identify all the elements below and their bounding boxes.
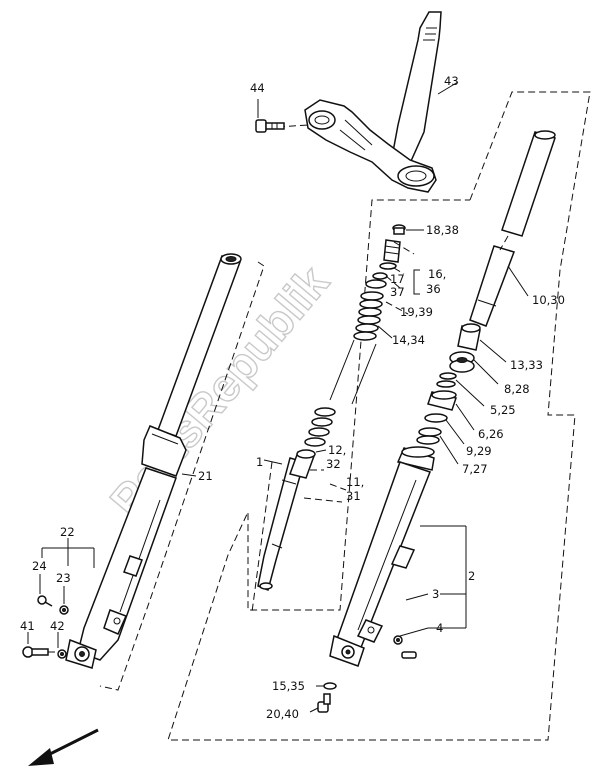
label-24: 24	[32, 559, 47, 573]
seal-6	[427, 390, 457, 411]
washer-15	[323, 682, 337, 690]
rebound-spring-12	[304, 407, 336, 447]
steering-stem-43	[277, 11, 442, 193]
seal-13	[457, 323, 481, 351]
label-4: 4	[436, 621, 443, 635]
label-17: 17	[390, 272, 405, 286]
fork-tube-10	[469, 130, 556, 327]
bushing-7	[416, 427, 442, 445]
washer-9	[424, 413, 448, 423]
label-3: 3	[432, 587, 439, 601]
label-14: 14,34	[392, 333, 425, 347]
leader-lines	[27, 81, 529, 713]
bolt-4	[401, 651, 417, 659]
label-37: 37	[390, 285, 405, 299]
label-44: 44	[250, 81, 265, 95]
label-5: 5,25	[490, 403, 516, 417]
label-42: 42	[50, 619, 65, 633]
assembly-boundary	[167, 91, 591, 741]
label-10: 10,30	[532, 293, 565, 307]
bushing-8	[449, 351, 475, 373]
label-31: 31	[346, 489, 361, 503]
bolt-20	[317, 693, 331, 713]
screw-24	[37, 595, 53, 607]
label-11: 11,	[346, 475, 364, 489]
label-23: 23	[56, 571, 71, 585]
bolt-44	[255, 119, 285, 133]
label-15: 15,35	[272, 679, 305, 693]
bracket-16-17	[413, 269, 420, 295]
left-fork-leg-21	[65, 253, 242, 669]
washer-42	[57, 649, 67, 659]
label-36: 36	[426, 282, 441, 296]
label-2: 2	[468, 569, 475, 583]
washer-23	[59, 605, 69, 615]
label-9: 9,29	[466, 444, 492, 458]
label-21: 21	[198, 469, 213, 483]
cap-18	[392, 224, 406, 235]
cap-bolt-16	[379, 239, 401, 270]
label-6: 6,26	[478, 427, 504, 441]
left-fork-outline	[99, 261, 265, 691]
label-22: 22	[60, 525, 75, 539]
clip-5	[436, 372, 457, 388]
label-41: 41	[20, 619, 35, 633]
label-16: 16,	[428, 267, 446, 281]
label-7: 7,27	[462, 462, 488, 476]
label-32: 32	[326, 457, 341, 471]
part-labels: 44 43 18,38 16, 36 17 37 10,30 19,39 14,…	[20, 74, 565, 721]
damper-rod-assembly-1	[251, 407, 336, 613]
label-1: 1	[256, 455, 263, 469]
spacer-19	[365, 272, 388, 289]
front-direction-arrow-icon	[28, 728, 99, 766]
label-19: 19,39	[400, 305, 433, 319]
screw-3	[393, 635, 403, 645]
fork-spring-14	[329, 291, 384, 405]
bolt-41	[22, 646, 58, 658]
label-43: 43	[444, 74, 459, 88]
label-12: 12,	[328, 443, 346, 457]
outer-tube-2	[329, 446, 435, 667]
label-13: 13,33	[510, 358, 543, 372]
label-8: 8,28	[504, 382, 530, 396]
label-20: 20,40	[266, 707, 299, 721]
label-18: 18,38	[426, 223, 459, 237]
